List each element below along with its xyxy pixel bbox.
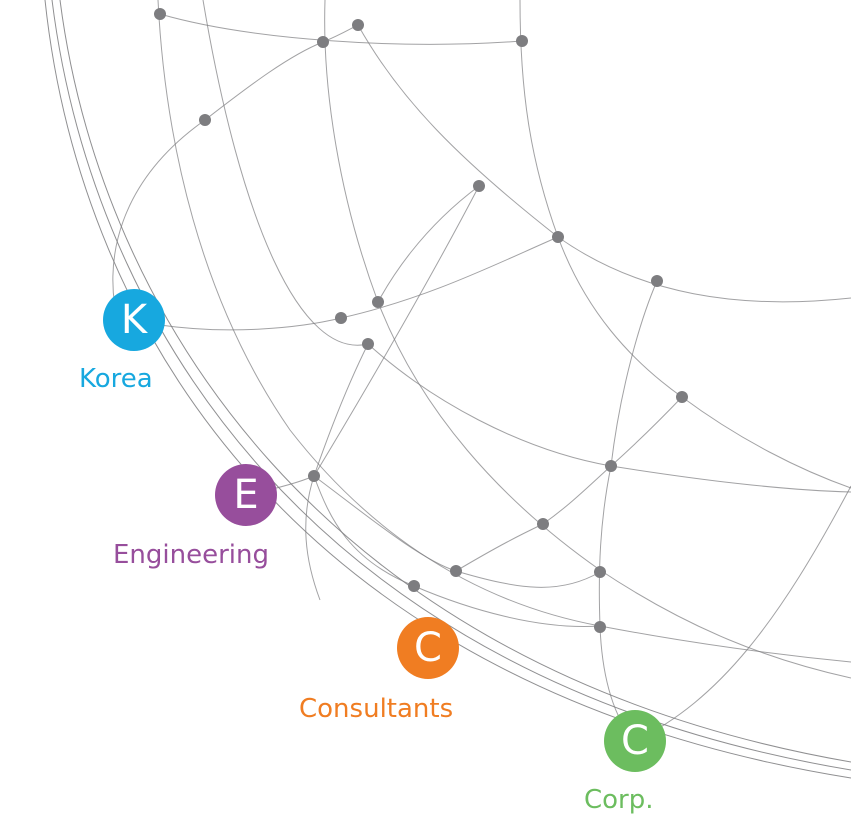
consultants-label: Consultants xyxy=(299,694,454,724)
globe-line xyxy=(324,0,851,679)
corp-label: Corp. xyxy=(584,785,654,815)
globe-node xyxy=(651,275,663,287)
globe-line xyxy=(157,0,851,663)
korea-label: Korea xyxy=(79,364,153,394)
globe-line xyxy=(59,0,851,763)
globe-line xyxy=(112,24,359,331)
globe-node xyxy=(605,460,617,472)
globe-node xyxy=(352,19,364,31)
globe-line xyxy=(634,485,851,742)
globe-line xyxy=(377,185,480,303)
globe-node xyxy=(552,231,564,243)
globe-node xyxy=(450,565,462,577)
globe-node xyxy=(473,180,485,192)
globe-node xyxy=(516,35,528,47)
corp-badge: C xyxy=(604,710,666,772)
globe-line xyxy=(455,396,683,572)
engineering-badge-letter: E xyxy=(233,472,259,518)
globe-node xyxy=(199,114,211,126)
globe-node xyxy=(372,296,384,308)
globe-node xyxy=(594,621,606,633)
engineering-label: Engineering xyxy=(113,540,269,570)
globe-node xyxy=(676,391,688,403)
globe-node xyxy=(362,338,374,350)
globe-line xyxy=(313,475,601,627)
globe-line xyxy=(357,24,851,303)
globe-node xyxy=(154,8,166,20)
globe-line xyxy=(519,0,851,489)
corp-badge-letter: C xyxy=(621,718,649,764)
globe-node xyxy=(408,580,420,592)
korea-badge: K xyxy=(103,289,165,351)
globe-node xyxy=(308,470,320,482)
korea-badge-letter: K xyxy=(120,297,148,343)
globe-line xyxy=(159,236,559,331)
globe-line xyxy=(159,13,523,45)
globe-line xyxy=(244,185,480,496)
globe-line xyxy=(598,280,658,742)
globe-node xyxy=(335,312,347,324)
engineering-badge: E xyxy=(215,464,277,526)
globe-line xyxy=(202,0,851,493)
globe-node xyxy=(537,518,549,530)
consultants-badge: C xyxy=(397,617,459,679)
globe-node xyxy=(594,566,606,578)
consultants-badge-letter: C xyxy=(414,625,442,671)
globe-node xyxy=(317,36,329,48)
